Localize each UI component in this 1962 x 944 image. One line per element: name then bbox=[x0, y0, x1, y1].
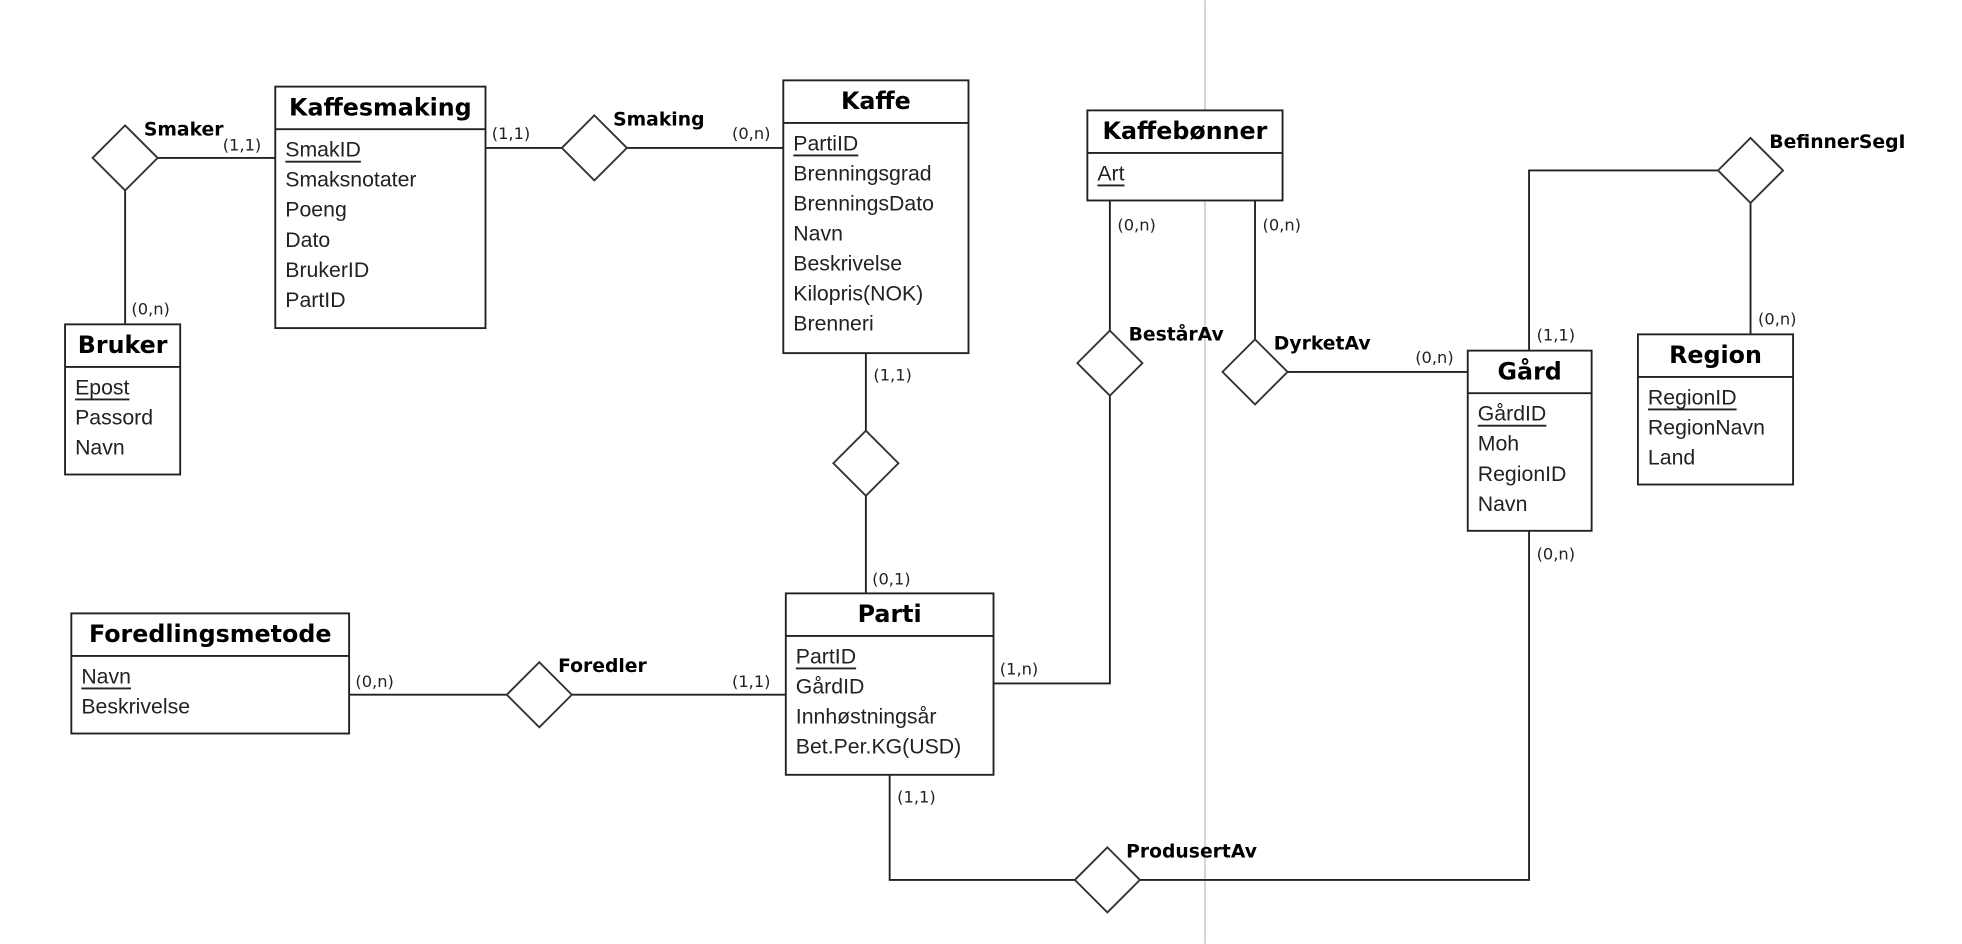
cardinality-label: (1,1) bbox=[897, 787, 936, 806]
cardinality-label: (0,n) bbox=[131, 299, 169, 318]
cardinality-label: (1,1) bbox=[873, 366, 912, 385]
relationship-bestarav[interactable]: BestårAv bbox=[1076, 322, 1224, 397]
primary-key-attribute: SmakID bbox=[285, 138, 361, 162]
relationship-produsertav[interactable]: ProdusertAv bbox=[1073, 841, 1257, 914]
primary-key-attribute: GårdID bbox=[1478, 402, 1547, 426]
entity-attribute: Innhøstningsår bbox=[796, 705, 937, 729]
entity-attribute: Navn bbox=[1478, 492, 1528, 516]
relationship-label: Smaker bbox=[144, 119, 224, 140]
entity-attribute: Poeng bbox=[285, 198, 347, 222]
primary-key-attribute: PartiID bbox=[793, 131, 858, 155]
relationship-diamond bbox=[1073, 846, 1142, 914]
entity-title: Parti bbox=[858, 600, 922, 628]
primary-key-attribute: Art bbox=[1097, 161, 1124, 185]
entity-attribute: BrukerID bbox=[285, 258, 369, 282]
entity-attribute: Brenneri bbox=[793, 312, 873, 336]
primary-key-attribute: Epost bbox=[75, 375, 129, 399]
entity-attribute: Dato bbox=[285, 228, 330, 252]
relationship-label: BestårAv bbox=[1129, 322, 1224, 346]
entity-attribute: Bet.Per.KG(USD) bbox=[796, 735, 961, 759]
entity-attribute: Brenningsgrad bbox=[793, 161, 931, 185]
relationship-diamond bbox=[91, 124, 159, 192]
entity-attribute: Land bbox=[1648, 445, 1695, 469]
entity-attribute: PartID bbox=[285, 288, 345, 312]
entity-attribute: Smaksnotater bbox=[285, 168, 416, 192]
cardinality-label: (0,n) bbox=[1263, 216, 1301, 235]
cardinality-label: (0,n) bbox=[355, 672, 393, 691]
relationship-befinnersegi[interactable]: BefinnerSegI bbox=[1716, 132, 1905, 205]
primary-key-attribute: RegionID bbox=[1648, 385, 1737, 409]
relationship-diamond bbox=[1221, 338, 1289, 406]
relationship-diamond bbox=[505, 660, 574, 729]
entity-title: Kaffe bbox=[841, 87, 911, 115]
cardinality-label: (0,n) bbox=[1117, 216, 1155, 235]
cardinality-label: (1,1) bbox=[492, 124, 531, 143]
relationship-label: BefinnerSegI bbox=[1769, 132, 1905, 153]
relationship-label: Foredler bbox=[558, 656, 647, 677]
relationship-dyrketav[interactable]: DyrketAv bbox=[1221, 333, 1371, 406]
relationship-diamond bbox=[560, 114, 629, 182]
entity-box bbox=[784, 592, 995, 776]
relationship-label: DyrketAv bbox=[1274, 333, 1371, 354]
connector-lines bbox=[124, 146, 1752, 881]
entity-attribute: Beskrivelse bbox=[793, 252, 902, 276]
relationship-diamond bbox=[1716, 136, 1785, 205]
entity-box bbox=[1466, 349, 1593, 532]
diagram-shapes: KaffesmakingSmakIDSmaksnotaterPoengDatoB… bbox=[64, 79, 1905, 914]
relationship-label: Smaking bbox=[613, 109, 704, 130]
cardinality-label: (0,n) bbox=[732, 124, 770, 143]
cardinality-label: (0,n) bbox=[1415, 348, 1453, 367]
entity-attribute: Kilopris(NOK) bbox=[793, 282, 923, 306]
cardinality-label: (1,1) bbox=[732, 672, 771, 691]
primary-key-attribute: PartID bbox=[796, 644, 856, 668]
relationship-foredler[interactable]: Foredler bbox=[505, 656, 648, 729]
relationship-diamond bbox=[832, 429, 900, 498]
cardinality-label: (0,n) bbox=[1537, 545, 1575, 564]
entity-attribute: Passord bbox=[75, 405, 153, 429]
relationship-diamond bbox=[1076, 329, 1144, 397]
entity-title: Bruker bbox=[78, 331, 168, 359]
relationship-kaffe-parti[interactable] bbox=[832, 429, 900, 498]
entity-attribute: GårdID bbox=[796, 674, 865, 698]
cardinality-label: (0,1) bbox=[872, 570, 911, 589]
cardinality-label: (0,n) bbox=[1758, 309, 1796, 328]
cardinality-label: (1,1) bbox=[1537, 326, 1576, 345]
relationship-smaker[interactable]: Smaker bbox=[91, 119, 225, 192]
entity-attribute: BrenningsDato bbox=[793, 191, 934, 215]
connector-line bbox=[888, 774, 1075, 881]
entity-box bbox=[782, 79, 970, 355]
entity-title: Region bbox=[1669, 341, 1762, 369]
entity-attribute: Moh bbox=[1478, 432, 1519, 456]
entity-title: Kaffesmaking bbox=[289, 93, 472, 121]
entity-title: Foredlingsmetode bbox=[89, 620, 332, 648]
connector-line bbox=[1139, 530, 1530, 881]
entity-box bbox=[70, 612, 351, 735]
primary-key-attribute: Navn bbox=[81, 664, 131, 688]
entity-attribute: Navn bbox=[75, 435, 125, 459]
cardinality-label: (1,1) bbox=[223, 135, 262, 154]
connector-line bbox=[993, 395, 1111, 685]
relationship-label: ProdusertAv bbox=[1126, 841, 1257, 862]
cardinality-label: (1,n) bbox=[1000, 660, 1038, 679]
entity-box bbox=[274, 85, 487, 330]
relationship-smaking[interactable]: Smaking bbox=[560, 109, 705, 182]
entity-attribute: Navn bbox=[793, 222, 843, 246]
connector-line bbox=[1528, 169, 1719, 351]
entity-title: Kaffebønner bbox=[1103, 117, 1268, 145]
entity-title: Gård bbox=[1498, 357, 1562, 385]
entity-attribute: Beskrivelse bbox=[81, 694, 190, 718]
entity-attribute: RegionID bbox=[1478, 462, 1567, 486]
entity-attribute: RegionNavn bbox=[1648, 415, 1765, 439]
